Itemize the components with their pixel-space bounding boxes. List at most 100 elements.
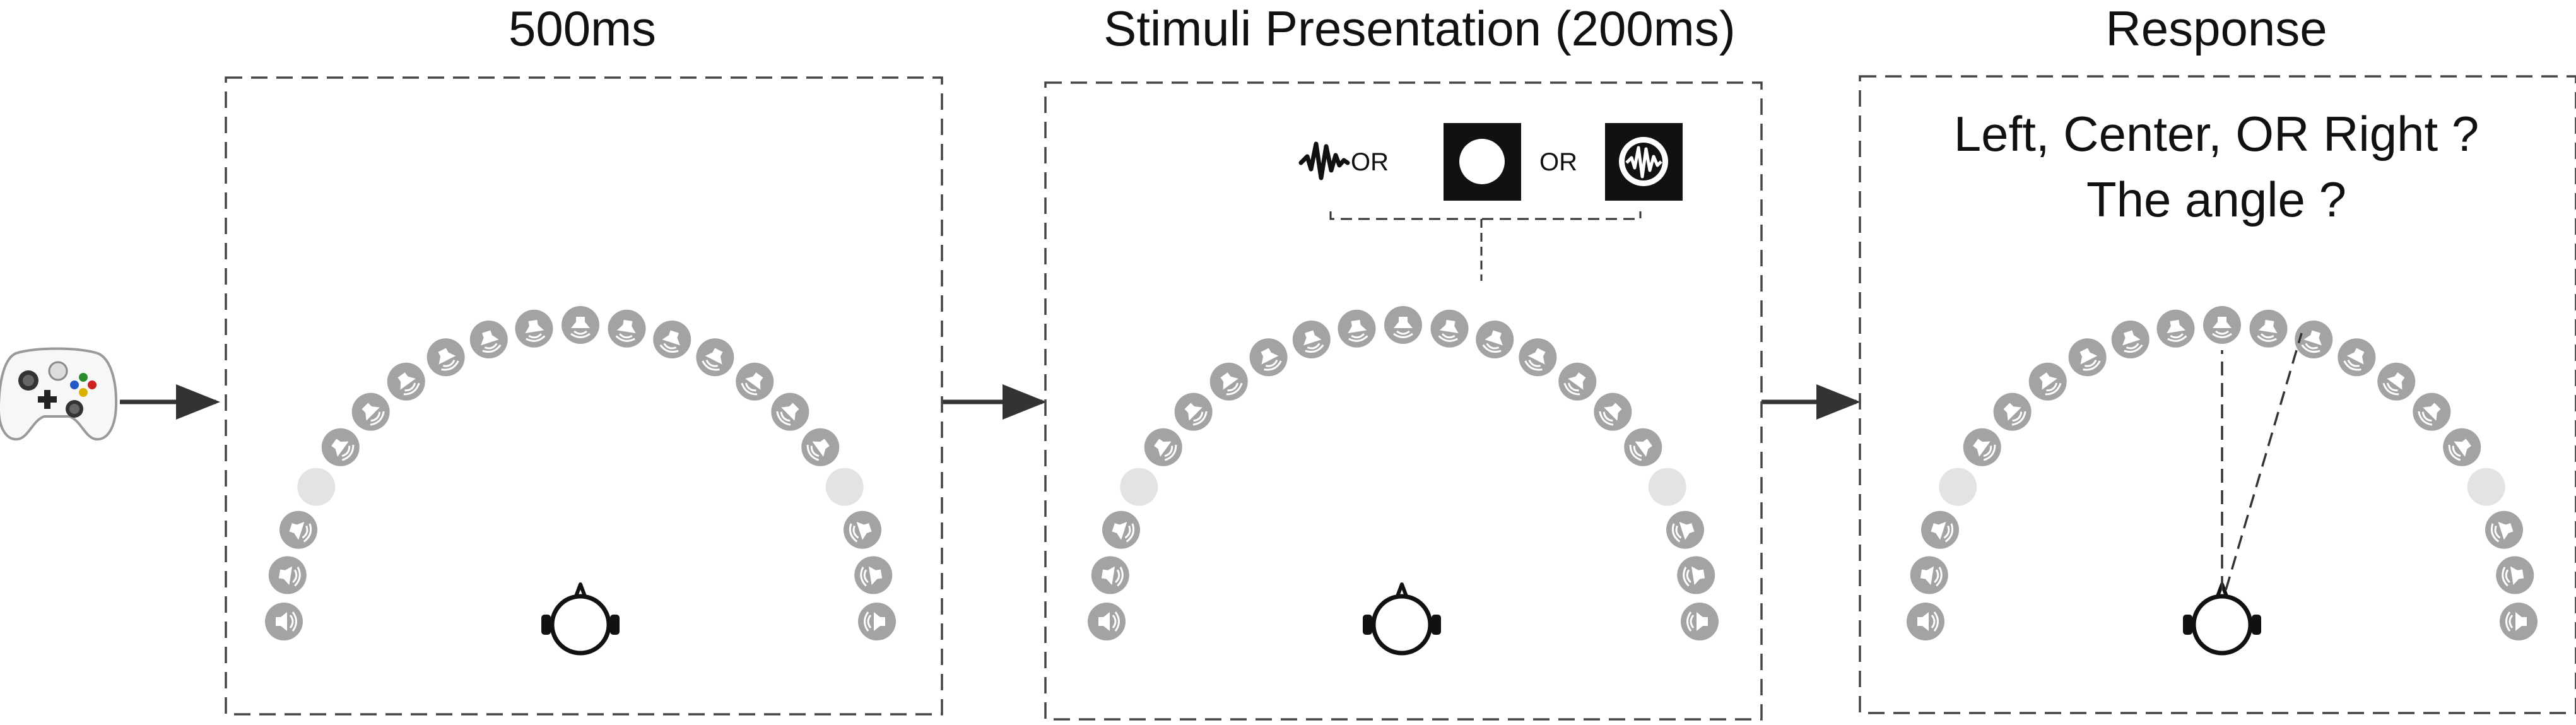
speaker-icon xyxy=(1261,348,1282,371)
speaker xyxy=(2500,603,2538,640)
speaker-icon xyxy=(1671,522,1695,543)
speaker xyxy=(1594,392,1632,431)
speaker-icon xyxy=(2343,348,2365,371)
speaker xyxy=(1677,556,1715,594)
stimulus-options: OR OR xyxy=(1298,123,1683,281)
speaker xyxy=(1209,362,1248,401)
speaker-icon xyxy=(2502,566,2524,587)
speaker xyxy=(469,321,508,359)
or-label: OR xyxy=(1351,148,1389,176)
speaker-icon xyxy=(1629,439,1652,461)
speaker xyxy=(387,362,425,401)
speaker xyxy=(1102,510,1141,549)
speaker xyxy=(2338,338,2376,377)
question-angle: The angle ? xyxy=(2086,172,2346,227)
speaker xyxy=(1910,556,1948,594)
speaker-icon xyxy=(278,566,301,587)
speaker xyxy=(2485,510,2523,549)
speaker-icon xyxy=(397,372,420,396)
inactive-speaker xyxy=(1939,468,1977,506)
speaker-icon xyxy=(2167,319,2187,342)
gamepad-icon xyxy=(0,347,118,441)
speaker-icon xyxy=(2212,317,2232,338)
speaker-icon xyxy=(741,372,763,396)
speaker-icon xyxy=(438,348,459,371)
speaker xyxy=(1088,603,1126,640)
speaker xyxy=(2249,309,2288,348)
inactive-speaker xyxy=(825,468,864,506)
listener-head-icon xyxy=(2183,582,2261,656)
speaker xyxy=(1558,362,1597,401)
speaker-icon xyxy=(289,522,312,543)
options-bracket xyxy=(1329,211,1642,220)
phase-title-response: Response xyxy=(2105,1,2327,56)
speaker xyxy=(1624,428,1662,466)
speaker-icon xyxy=(1393,317,1413,338)
speaker xyxy=(2443,428,2481,466)
speaker xyxy=(1921,510,1960,549)
speaker-array-fixation xyxy=(265,306,896,640)
phase-title-fixation: 500ms xyxy=(508,1,657,56)
speaker-icon xyxy=(776,403,799,426)
question-side: Left, Center, OR Right ? xyxy=(1953,106,2479,162)
speaker-icon xyxy=(615,319,636,342)
speaker-icon xyxy=(1154,439,1177,461)
speaker-icon xyxy=(1917,611,1939,632)
speaker-icon xyxy=(1101,566,1124,587)
speaker-icon xyxy=(276,611,297,632)
inactive-speaker xyxy=(1120,468,1158,506)
speaker-icon xyxy=(1973,439,1996,461)
speaker xyxy=(1476,321,1514,359)
speaker-icon xyxy=(2448,439,2471,461)
speaker-icon xyxy=(2079,348,2101,371)
speaker xyxy=(321,428,360,466)
speaker xyxy=(268,556,307,594)
speaker-icon xyxy=(1438,319,1459,342)
speaker xyxy=(696,338,734,377)
speaker xyxy=(2377,362,2416,401)
fixation-panel-frame xyxy=(225,76,943,716)
speaker xyxy=(2203,306,2241,344)
speaker xyxy=(1384,306,1422,344)
listener-head-icon xyxy=(541,582,620,656)
speaker-icon xyxy=(2490,522,2514,543)
speaker-icon xyxy=(1184,403,1208,426)
speaker xyxy=(1430,309,1469,348)
speaker xyxy=(1338,309,1376,348)
speaker-icon xyxy=(1303,330,1324,353)
speaker-icon xyxy=(2382,372,2405,396)
speaker xyxy=(426,338,465,377)
speaker-icon xyxy=(1683,566,1705,587)
speaker-icon xyxy=(1920,566,1943,587)
speaker-icon xyxy=(2003,403,2026,426)
speaker xyxy=(1681,603,1719,640)
speaker xyxy=(843,510,881,549)
speaker-icon xyxy=(331,439,355,461)
inactive-speaker xyxy=(2467,468,2505,506)
speaker-icon xyxy=(1482,330,1503,353)
speaker-icon xyxy=(2122,330,2143,353)
speaker-icon xyxy=(1931,522,1954,543)
auditory-waveform-icon xyxy=(1298,141,1350,180)
speaker-icon xyxy=(1220,372,1243,396)
speaker xyxy=(801,428,840,466)
speaker xyxy=(2028,362,2067,401)
speaker xyxy=(562,306,599,344)
speaker xyxy=(1519,338,1557,377)
speaker-icon xyxy=(702,348,723,371)
visual-disc-icon xyxy=(1444,123,1521,201)
speaker-array-stimuli xyxy=(1088,306,1719,640)
or-label: OR xyxy=(1539,148,1577,176)
speaker xyxy=(1907,603,1944,640)
speaker-icon xyxy=(2418,403,2441,426)
speaker-icon xyxy=(864,611,885,632)
inactive-speaker xyxy=(1648,468,1686,506)
speaker-icon xyxy=(1524,348,1546,371)
speaker xyxy=(2111,321,2150,359)
speaker xyxy=(858,603,896,640)
speaker xyxy=(515,309,553,348)
speaker xyxy=(736,362,774,401)
speaker-icon xyxy=(362,403,385,426)
speaker xyxy=(1963,428,2001,466)
